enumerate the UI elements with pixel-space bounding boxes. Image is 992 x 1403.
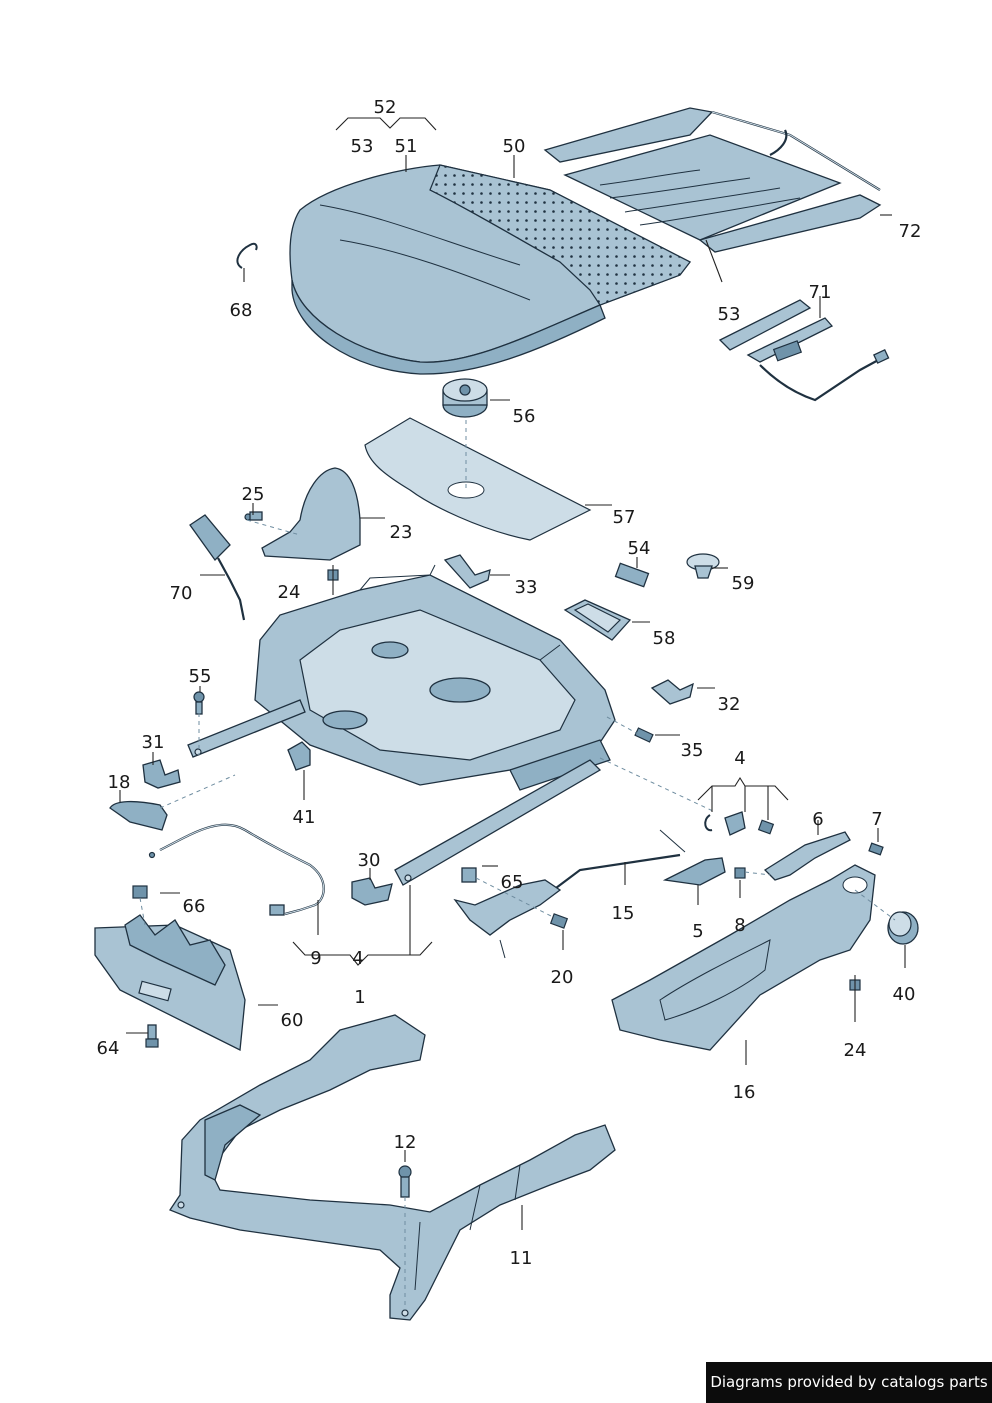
connector-part-41 [287, 741, 311, 771]
part-label: 40 [893, 984, 916, 1005]
seat-frame-part [254, 564, 616, 791]
part-label: 70 [170, 583, 193, 604]
screw-part-20 [549, 913, 569, 929]
part-label: 12 [394, 1132, 417, 1153]
part-label: 25 [242, 484, 265, 505]
part-label: 8 [734, 915, 745, 936]
bolt-part-12 [398, 1165, 412, 1198]
part-label: 56 [513, 406, 536, 427]
part-label: 15 [612, 903, 635, 924]
side-cover-part-16 [611, 864, 876, 1051]
part-label: 24 [278, 582, 301, 603]
bolt-part-55 [193, 691, 205, 715]
part-label: 66 [183, 896, 206, 917]
part-labels: 52 53 51 50 72 68 53 71 56 57 25 23 70 2… [97, 97, 922, 1269]
part-label: 41 [293, 807, 316, 828]
part-label: 53 [351, 136, 374, 157]
bolt-part-35 [634, 727, 654, 743]
base-frame-part-11 [169, 1014, 616, 1321]
part-label: 5 [692, 921, 703, 942]
sensor-part-54 [614, 562, 650, 588]
screw-part-64 [145, 1024, 159, 1048]
part-label: 18 [108, 772, 131, 793]
cap-part-59 [686, 553, 720, 579]
part-label: 71 [809, 282, 832, 303]
catalog-credit-banner: Diagrams provided by catalogs parts [706, 1362, 992, 1403]
handle-part-18 [109, 800, 168, 831]
lever-part-6 [763, 831, 851, 881]
handle-part-5 [662, 857, 726, 886]
part-label: 23 [390, 522, 413, 543]
part-label: 50 [503, 136, 526, 157]
adjuster-group-part-4 [704, 811, 775, 836]
part-label: 68 [230, 300, 253, 321]
bracket-part-32 [650, 679, 694, 705]
part-label: 59 [732, 573, 755, 594]
seat-belt-buckle-part-70 [189, 514, 246, 621]
seat-rail-part-4 [187, 699, 602, 886]
part-label: 35 [681, 740, 704, 761]
part-label: 32 [718, 694, 741, 715]
part-label: 55 [189, 666, 212, 687]
part-label: 72 [899, 221, 922, 242]
guide-lines [139, 420, 896, 1310]
screw-part-7 [868, 842, 884, 856]
part-label: 52 [374, 97, 397, 118]
part-label: 9 [310, 948, 321, 969]
part-label: 30 [358, 850, 381, 871]
part-label: 33 [515, 577, 538, 598]
part-label: 24 [844, 1040, 867, 1061]
cap-part-40 [887, 911, 919, 945]
bolt-part-24b [849, 975, 861, 1022]
part-label: 20 [551, 967, 574, 988]
part-label: 51 [395, 136, 418, 157]
cable-part-9 [148, 823, 325, 916]
part-label: 60 [281, 1010, 304, 1031]
part-label: 4 [352, 948, 363, 969]
bushing-part-8 [734, 867, 746, 879]
seat-heating-mat-part [543, 107, 882, 253]
part-label: 65 [501, 872, 524, 893]
pad-part-58 [563, 599, 632, 641]
part-label: 57 [613, 507, 636, 528]
part-label: 4 [734, 748, 745, 769]
part-label: 54 [628, 538, 651, 559]
bracket-part-33 [443, 554, 491, 589]
lever-mechanism-part-15 [453, 829, 686, 959]
occupant-sensor-part [718, 299, 890, 402]
clip-part-31 [142, 759, 181, 789]
part-label: 11 [510, 1248, 533, 1269]
clip-part-68 [236, 242, 258, 269]
seat-cushion-part [289, 164, 691, 375]
fleece-part-57 [364, 417, 592, 541]
part-label: 6 [812, 809, 823, 830]
nut-part-66 [132, 885, 148, 899]
bolt-part-24a [327, 565, 339, 595]
part-label: 64 [97, 1038, 120, 1059]
seat-fan-part-56 [442, 378, 488, 418]
part-label: 58 [653, 628, 676, 649]
bracket-part-30 [351, 877, 393, 906]
side-trim-part-23 [244, 467, 361, 561]
part-label: 16 [733, 1082, 756, 1103]
part-label: 7 [871, 809, 882, 830]
part-label: 53 [718, 304, 741, 325]
clip-part-65 [461, 867, 477, 883]
leader-lines [119, 117, 906, 1230]
trim-part-60 [94, 914, 246, 1052]
part-label: 31 [142, 732, 165, 753]
part-label: 1 [354, 987, 365, 1008]
